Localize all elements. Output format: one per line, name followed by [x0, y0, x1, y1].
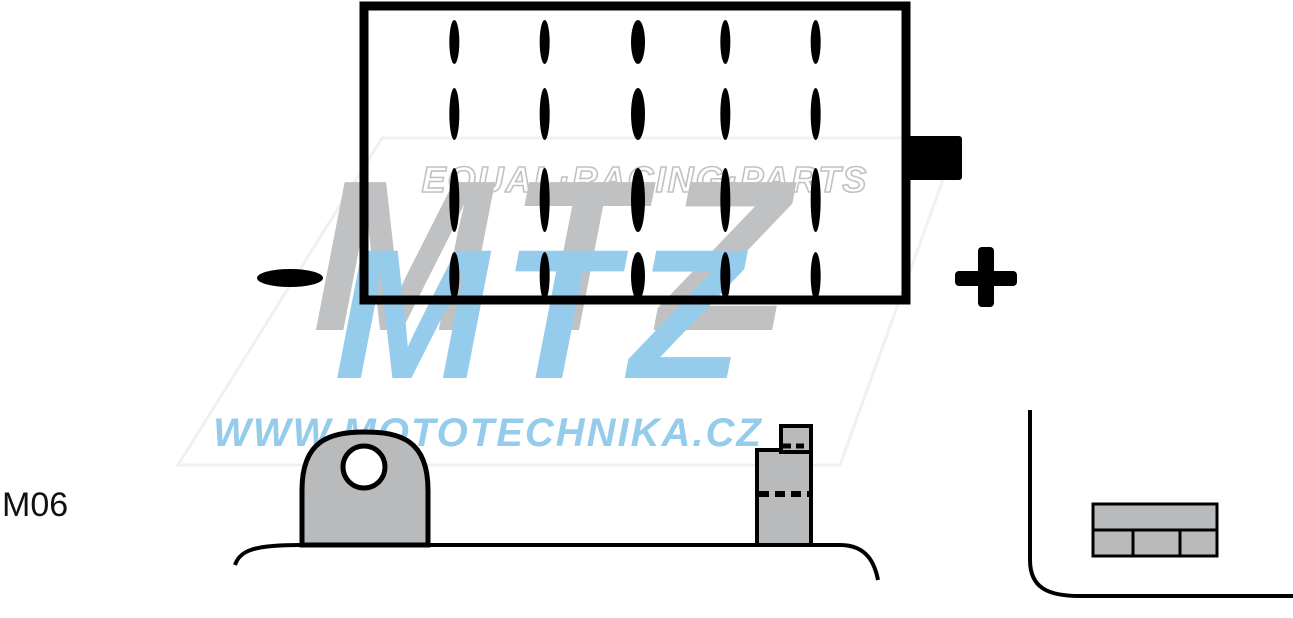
cell-divider-segment [810, 20, 821, 64]
minus-sign [257, 269, 323, 287]
cell-divider-segment [810, 168, 821, 232]
plus-sign-vertical [978, 247, 994, 307]
positive-terminal [755, 424, 813, 547]
cell-divider-segment [449, 88, 460, 140]
cell-divider-segment [720, 252, 731, 300]
vent-tab [906, 136, 962, 180]
cell-divider-segment [449, 20, 460, 64]
side-view-outline [1028, 410, 1293, 598]
cell-divider-segment [631, 88, 645, 140]
watermark-brand-shadow: MTZ [312, 135, 808, 376]
watermark-url: WWW.MOTOTECHNIKA.CZ [213, 411, 763, 455]
battery-side-view [1028, 410, 1293, 598]
cell-divider-segment [631, 20, 645, 64]
cell-divider-segment [631, 168, 645, 232]
cell-dividers [449, 20, 821, 300]
cell-divider-segment [539, 168, 550, 232]
cell-divider-segment [449, 252, 460, 300]
cell-divider-segment [720, 88, 731, 140]
cell-divider-segment [631, 252, 645, 300]
cell-divider-segment [539, 20, 550, 64]
terminal-bolt-hole [340, 443, 388, 491]
side-label-block [1091, 502, 1219, 558]
model-label: M06 [2, 486, 69, 524]
cell-divider-segment [449, 168, 460, 232]
cell-divider-segment [539, 252, 550, 300]
positive-terminal-symbol [955, 247, 1017, 307]
cell-divider-segment [720, 20, 731, 64]
right-terminal-base [755, 448, 813, 547]
watermark: EQUAL·RACING·PARTS MTZ MTZ WWW.MOTOTECHN… [175, 135, 961, 467]
battery-top-view [359, 1, 962, 305]
cell-divider-segment [720, 168, 731, 232]
cell-divider-segment [810, 88, 821, 140]
left-case-edge [233, 543, 880, 581]
negative-terminal-symbol [257, 269, 323, 287]
cell-divider-segment [539, 88, 550, 140]
cell-divider-segment [810, 252, 821, 300]
watermark-brand: MTZ [334, 212, 756, 418]
negative-terminal [233, 429, 880, 581]
watermark-frame [175, 136, 961, 467]
